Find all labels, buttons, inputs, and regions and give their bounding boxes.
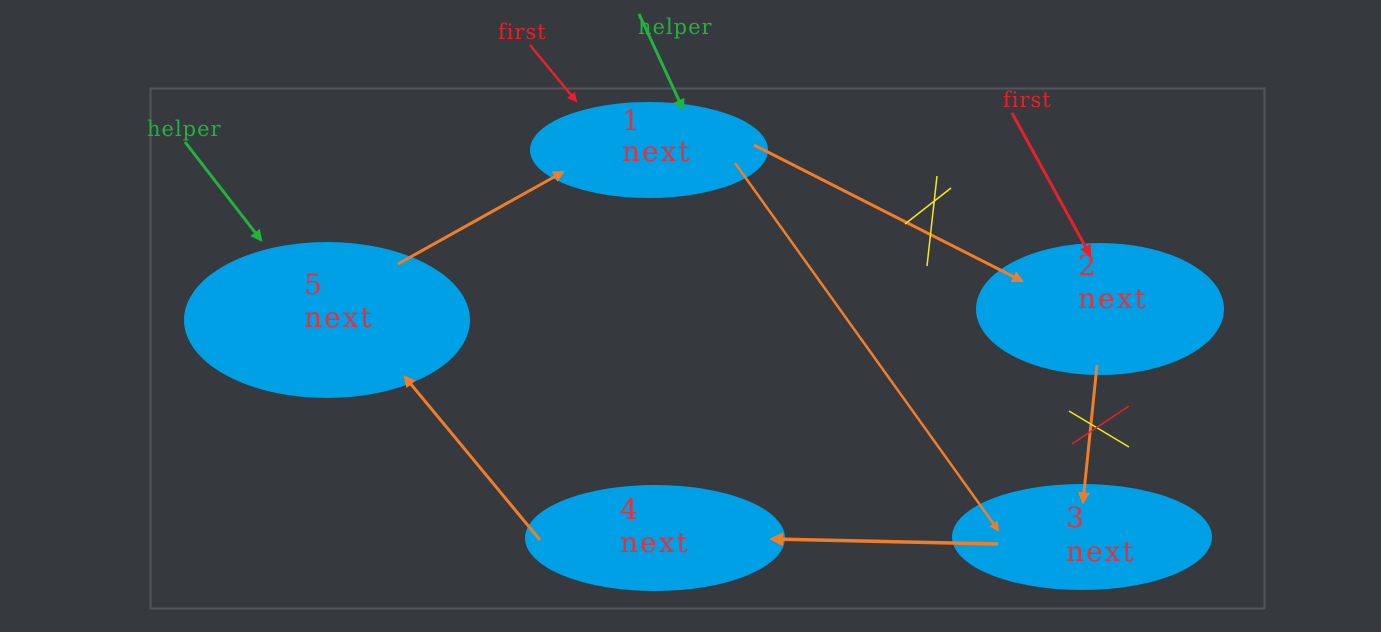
first-pointer-right-arrow [1010, 112, 1092, 258]
link-arrow-2-to-3 [1078, 364, 1099, 505]
node-1: 1 next [530, 102, 768, 198]
first-pointer-right-label: first [1003, 88, 1052, 112]
node-3: 3 next [952, 484, 1212, 590]
node-2: 2 next [976, 243, 1224, 375]
helper-pointer-left-arrow [183, 141, 263, 242]
node-5: 5 next [184, 242, 470, 398]
node-5-next: next [304, 301, 374, 334]
node-4-number: 4 [620, 493, 638, 526]
link-arrow-3-to-4 [769, 532, 999, 547]
node-1-next: next [622, 135, 692, 168]
helper-pointer-top-arrow [637, 13, 685, 112]
node-1-number: 1 [622, 104, 640, 137]
link-arrow-1-to-2 [753, 143, 1025, 283]
link-arrows [397, 143, 1099, 547]
node-4-shape [525, 485, 785, 591]
node-1-shape [530, 102, 768, 198]
first-pointer-top-arrow [529, 44, 578, 103]
node-3-shape [952, 484, 1212, 590]
link-arrow-1-to-3 [733, 162, 1000, 532]
node-2-next: next [1078, 282, 1148, 315]
first-pointer-top-label: first [498, 20, 547, 44]
node-2-shape [976, 243, 1224, 375]
node-4-next: next [620, 526, 690, 559]
helper-pointer-top-label: helper [638, 15, 713, 39]
node-2-number: 2 [1078, 249, 1096, 282]
node-3-next: next [1066, 535, 1136, 568]
node-5-shape [184, 242, 470, 398]
node-3-number: 3 [1066, 501, 1084, 534]
cross-mark-2-to-3 [1068, 405, 1130, 448]
helper-pointer-left-label: helper [147, 117, 222, 141]
diagram-frame [149, 87, 1266, 610]
link-arrow-4-to-5 [403, 375, 542, 541]
node-4: 4 next [525, 485, 785, 591]
link-arrow-5-to-1 [397, 170, 566, 266]
cross-mark-1-to-2 [904, 175, 952, 267]
node-5-number: 5 [304, 268, 322, 301]
